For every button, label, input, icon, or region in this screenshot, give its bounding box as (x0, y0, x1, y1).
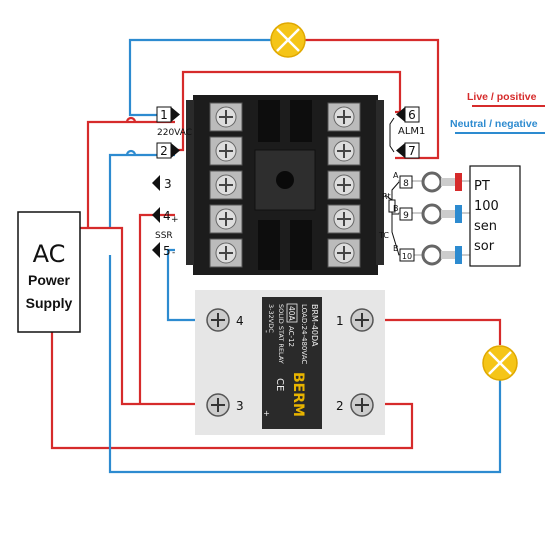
ssr-screw-4 (206, 308, 230, 332)
terminal-labels-left: 1 220VAC 2 3 4 + SSR 5 - (152, 106, 192, 258)
svg-text:8: 8 (403, 179, 409, 189)
ssr-type: SOLID STAT RELAY (277, 304, 285, 364)
ssr-label-plate (262, 297, 322, 429)
terminal-label-3: 3 (152, 175, 172, 191)
ssr-screw-3 (206, 393, 230, 417)
ring-lug-9: 9 (399, 203, 462, 225)
ssr-brand: BERM (290, 372, 306, 417)
solid-state-relay: BRM-40DA LOAD:24-480VAC 40A AC-12 SOLID … (195, 290, 385, 435)
svg-text:4: 4 (163, 209, 171, 223)
wire-red-ac-to-ssr2 (50, 228, 414, 450)
ssr-ce-mark: CE (274, 378, 285, 391)
svg-text:9: 9 (403, 211, 409, 221)
ssr-terminal-4-label: 4 (236, 314, 244, 328)
voltage-label: 220VAC (157, 128, 192, 138)
terminal-label-2: 2 (156, 142, 180, 159)
screw-terminal-left-2 (209, 136, 243, 166)
terminal-label-6: 6 (396, 106, 420, 123)
terminal-label-5: 5 - (152, 242, 175, 258)
screw-terminal-left-1 (209, 102, 243, 132)
ssr-terminal-1-label: 1 (336, 314, 344, 328)
rtd-b2-label: B (393, 244, 399, 253)
lamp-icon-right (482, 345, 518, 381)
ssr-plate-plus: + (262, 410, 271, 417)
screw-terminal-right-9 (327, 204, 361, 234)
legend: Live / positive Neutral / negative (450, 91, 545, 134)
terminal-labels-right: 6 ALM1 7 (389, 106, 425, 159)
ring-lug-10: 10 (399, 244, 462, 266)
ssr-control-label: SSR (155, 231, 173, 241)
svg-text:3: 3 (164, 177, 172, 191)
wire-blue-top-lamp-left (128, 38, 271, 117)
wire-blue-ac-to-lamp (108, 255, 502, 474)
legend-live-label: Live / positive (467, 91, 537, 103)
rtd-a-label: A (393, 171, 399, 180)
wire-blue-ac-to-t2 (108, 153, 175, 228)
alarm-label: ALM1 (398, 126, 425, 137)
svg-text:7: 7 (408, 144, 416, 158)
wire-red-ssr-plus (138, 213, 175, 404)
pt100-sensor: PT 100 sen sor (469, 165, 521, 267)
terminal-label-4: 4 + (152, 207, 179, 225)
rtd-b1-label: B (393, 204, 399, 213)
screw-terminal-right-6 (327, 102, 361, 132)
rtd-connections: 8 9 10 A Rt B TC B (378, 171, 462, 266)
ssr-control: 3-32VDC (267, 304, 275, 333)
ssr-screw-1 (350, 308, 374, 332)
legend-neutral-label: Neutral / negative (450, 118, 538, 130)
ssr-model: BRM-40DA (310, 304, 319, 347)
ssr-terminal-2-label: 2 (336, 399, 344, 413)
controller (186, 95, 384, 275)
ssr-screw-2 (350, 393, 374, 417)
screw-terminal-left-5 (209, 238, 243, 268)
svg-text:10: 10 (402, 252, 412, 261)
ac-supply-title: AC (33, 240, 66, 268)
wire-crossings (125, 116, 137, 156)
ac-supply-line2: Supply (26, 295, 73, 311)
screw-terminal-left-3 (209, 170, 243, 200)
ssr-terminal-3-label: 3 (236, 399, 244, 413)
ac-supply-line1: Power (28, 272, 71, 288)
rtd-rt-label: Rt (382, 192, 391, 201)
svg-text:+: + (171, 215, 179, 225)
svg-text:PT: PT (474, 179, 490, 194)
svg-text:1: 1 (160, 108, 168, 122)
wire-red-ssr1-lamp (372, 318, 502, 345)
ssr-rating: 40A (287, 306, 296, 322)
wire-red-ac-to-t1 (86, 120, 175, 228)
lamp-icon-top (270, 22, 306, 58)
rtd-tc-label: TC (378, 231, 389, 240)
alarm-bracket (389, 117, 395, 153)
ssr-ac-code: AC-12 (287, 326, 295, 347)
ssr-plate-minus: - (262, 330, 271, 333)
svg-text:2: 2 (160, 144, 168, 158)
wire-blue-ssr-minus (166, 248, 210, 322)
ssr-load: LOAD:24-480VAC (300, 304, 308, 364)
svg-text:sor: sor (474, 239, 495, 254)
controller-center-hole (276, 171, 294, 189)
ring-lug-8: 8 (399, 171, 462, 193)
terminal-label-1: 1 (156, 106, 180, 123)
wire-red-ac-tap (78, 226, 208, 406)
screw-terminal-right-8 (327, 170, 361, 200)
svg-text:6: 6 (408, 108, 416, 122)
svg-text:sen: sen (474, 219, 497, 234)
screw-terminal-right-10 (327, 238, 361, 268)
screw-terminal-left-4 (209, 204, 243, 234)
terminal-label-7: 7 (396, 142, 420, 159)
screw-terminal-right-7 (327, 136, 361, 166)
svg-text:100: 100 (474, 199, 499, 214)
svg-text:-: - (172, 248, 175, 258)
svg-text:5: 5 (163, 244, 171, 258)
ac-power-supply: AC Power Supply (17, 211, 81, 333)
